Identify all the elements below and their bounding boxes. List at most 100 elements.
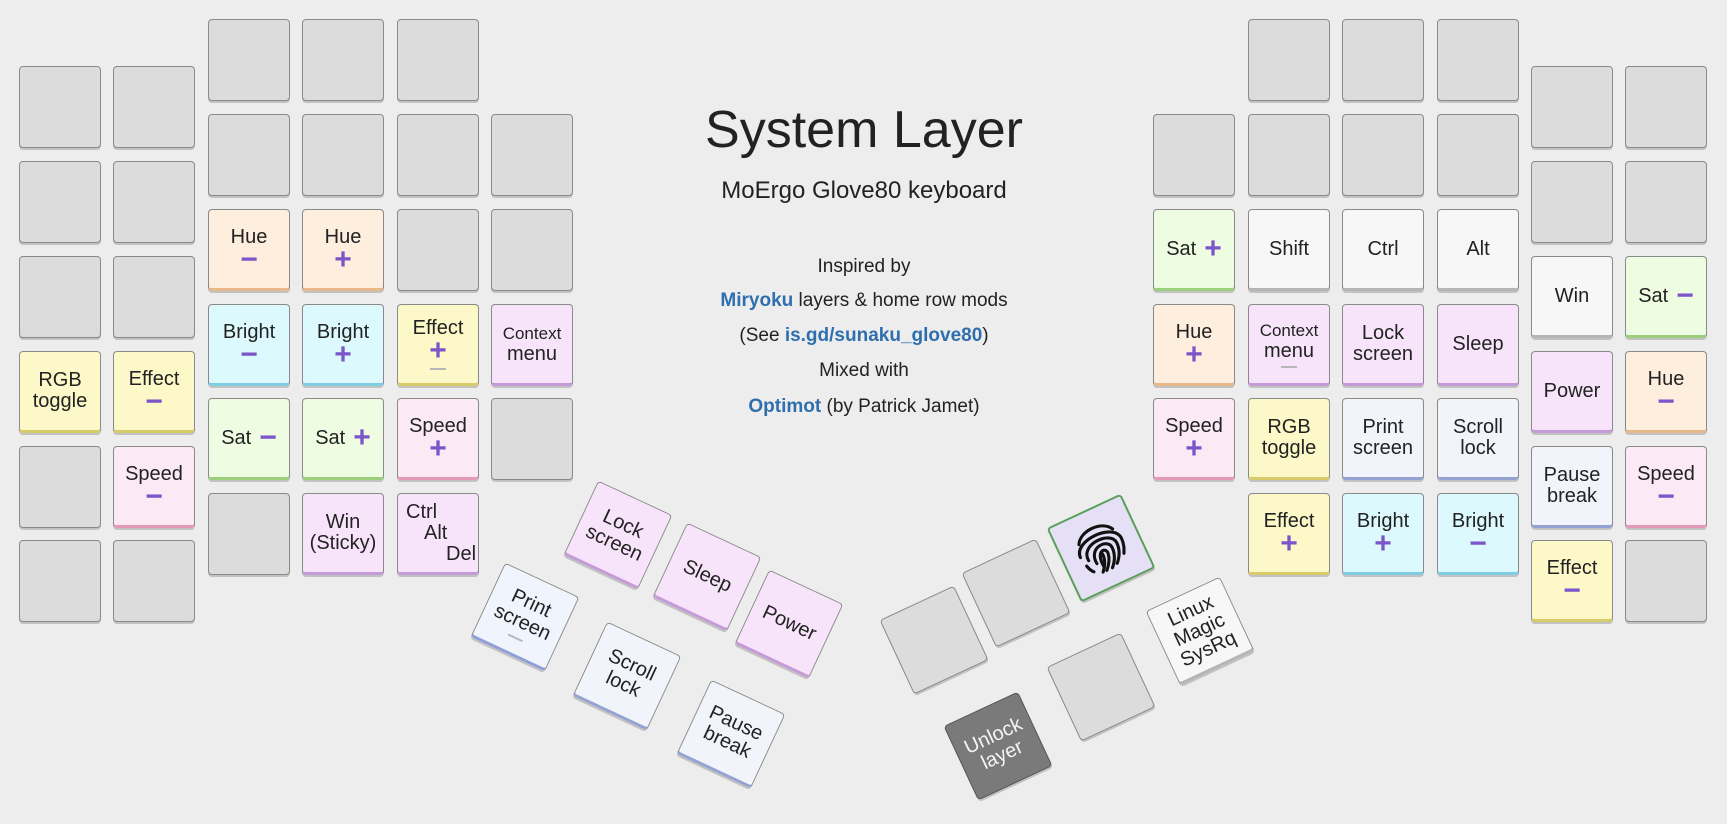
key-sat-decrease[interactable]: Sat− [1625,256,1707,338]
key-effect-decrease[interactable]: Effect− [1531,540,1613,622]
key-sat-increase[interactable]: Sat+ [302,398,384,480]
key-fingerprint[interactable] [1046,493,1156,603]
key-sleep[interactable]: Sleep [1437,304,1519,386]
key-blank[interactable] [879,585,989,695]
key-effect-increase[interactable]: Effect+ [397,304,479,386]
key-blank[interactable] [208,114,290,196]
key-speed-increase[interactable]: Speed+ [1153,398,1235,480]
key-power[interactable]: Power [734,569,844,679]
key-blank[interactable] [961,538,1071,648]
key-blank[interactable] [397,114,479,196]
key-blank[interactable] [302,114,384,196]
key-blank[interactable] [1342,19,1424,101]
key-shift[interactable]: Shift [1248,209,1330,291]
key-blank[interactable] [1531,161,1613,243]
minus-icon: − [1657,479,1675,513]
key-sleep[interactable]: Sleep [652,522,762,632]
key-ctrl[interactable]: Ctrl [1342,209,1424,291]
sunaku-link[interactable]: is.gd/sunaku_glove80 [784,325,983,346]
key-label: menu [1263,339,1315,362]
key-speed-decrease[interactable]: Speed− [113,446,195,528]
plus-icon: + [353,421,371,454]
key-blank[interactable] [19,446,101,528]
key-hue-decrease[interactable]: Hue− [1625,351,1707,433]
key-blank[interactable] [302,19,384,101]
key-power[interactable]: Power [1531,351,1613,433]
fingerprint-icon [1056,502,1146,594]
key-blank[interactable] [1342,114,1424,196]
key-blank[interactable] [1531,66,1613,148]
key-alt[interactable]: Alt [1437,209,1519,291]
key-blank[interactable] [491,114,573,196]
key-sat-decrease[interactable]: Sat− [208,398,290,480]
key-blank[interactable] [397,19,479,101]
key-blank[interactable] [1046,632,1156,742]
key-hue-increase[interactable]: Hue+ [1153,304,1235,386]
key-blank[interactable] [1625,540,1707,622]
key-blank[interactable] [19,161,101,243]
key-label: Sleep [1452,332,1504,355]
key-blank[interactable] [208,19,290,101]
key-bright-increase[interactable]: Bright+ [1342,493,1424,575]
key-bright-decrease[interactable]: Bright− [208,304,290,386]
key-blank[interactable] [1248,19,1330,101]
home-marker [1281,365,1297,368]
key-blank[interactable] [1625,66,1707,148]
miryoku-line-text: layers & home row mods [793,290,1008,311]
miryoku-link[interactable]: Miryoku [720,290,794,311]
key-blank[interactable] [19,66,101,148]
key-sat-increase[interactable]: Sat+ [1153,209,1235,291]
key-blank[interactable] [491,209,573,291]
key-blank[interactable] [1625,161,1707,243]
key-label: RGB [38,369,82,391]
key-label: Lock [1361,322,1405,344]
page-subtitle: MoErgo Glove80 keyboard [721,177,1007,204]
key-blank[interactable] [19,540,101,622]
key-blank[interactable] [19,256,101,338]
key-blank[interactable] [1437,19,1519,101]
key-blank[interactable] [397,209,479,291]
key-win[interactable]: Win [1531,256,1613,338]
key-effect-increase[interactable]: Effect+ [1248,493,1330,575]
key-hue-increase[interactable]: Hue+ [302,209,384,291]
key-blank[interactable] [113,161,195,243]
key-blank[interactable] [1437,114,1519,196]
key-hue-decrease[interactable]: Hue− [208,209,290,291]
key-label: Bright [222,320,276,343]
key-blank[interactable] [113,66,195,148]
key-blank[interactable] [208,493,290,575]
key-speed-decrease[interactable]: Speed− [1625,446,1707,528]
key-label: Power [759,600,820,645]
key-label: toggle [32,390,88,412]
key-speed-increase[interactable]: Speed+ [397,398,479,480]
key-effect-decrease[interactable]: Effect− [113,351,195,433]
key-blank[interactable] [491,398,573,480]
optimot-link[interactable]: Optimot [748,396,822,417]
key-win-sticky[interactable]: Win(Sticky) [302,493,384,575]
key-blank[interactable] [113,256,195,338]
key-blank[interactable] [113,540,195,622]
key-bright-decrease[interactable]: Bright− [1437,493,1519,575]
key-bright-increase[interactable]: Bright+ [302,304,384,386]
plus-icon: + [1280,526,1298,560]
minus-icon: − [259,421,277,454]
key-blank[interactable] [1153,114,1235,196]
key-label: Effect [1263,509,1315,532]
key-blank[interactable] [1248,114,1330,196]
key-label: Hue [1175,320,1213,343]
